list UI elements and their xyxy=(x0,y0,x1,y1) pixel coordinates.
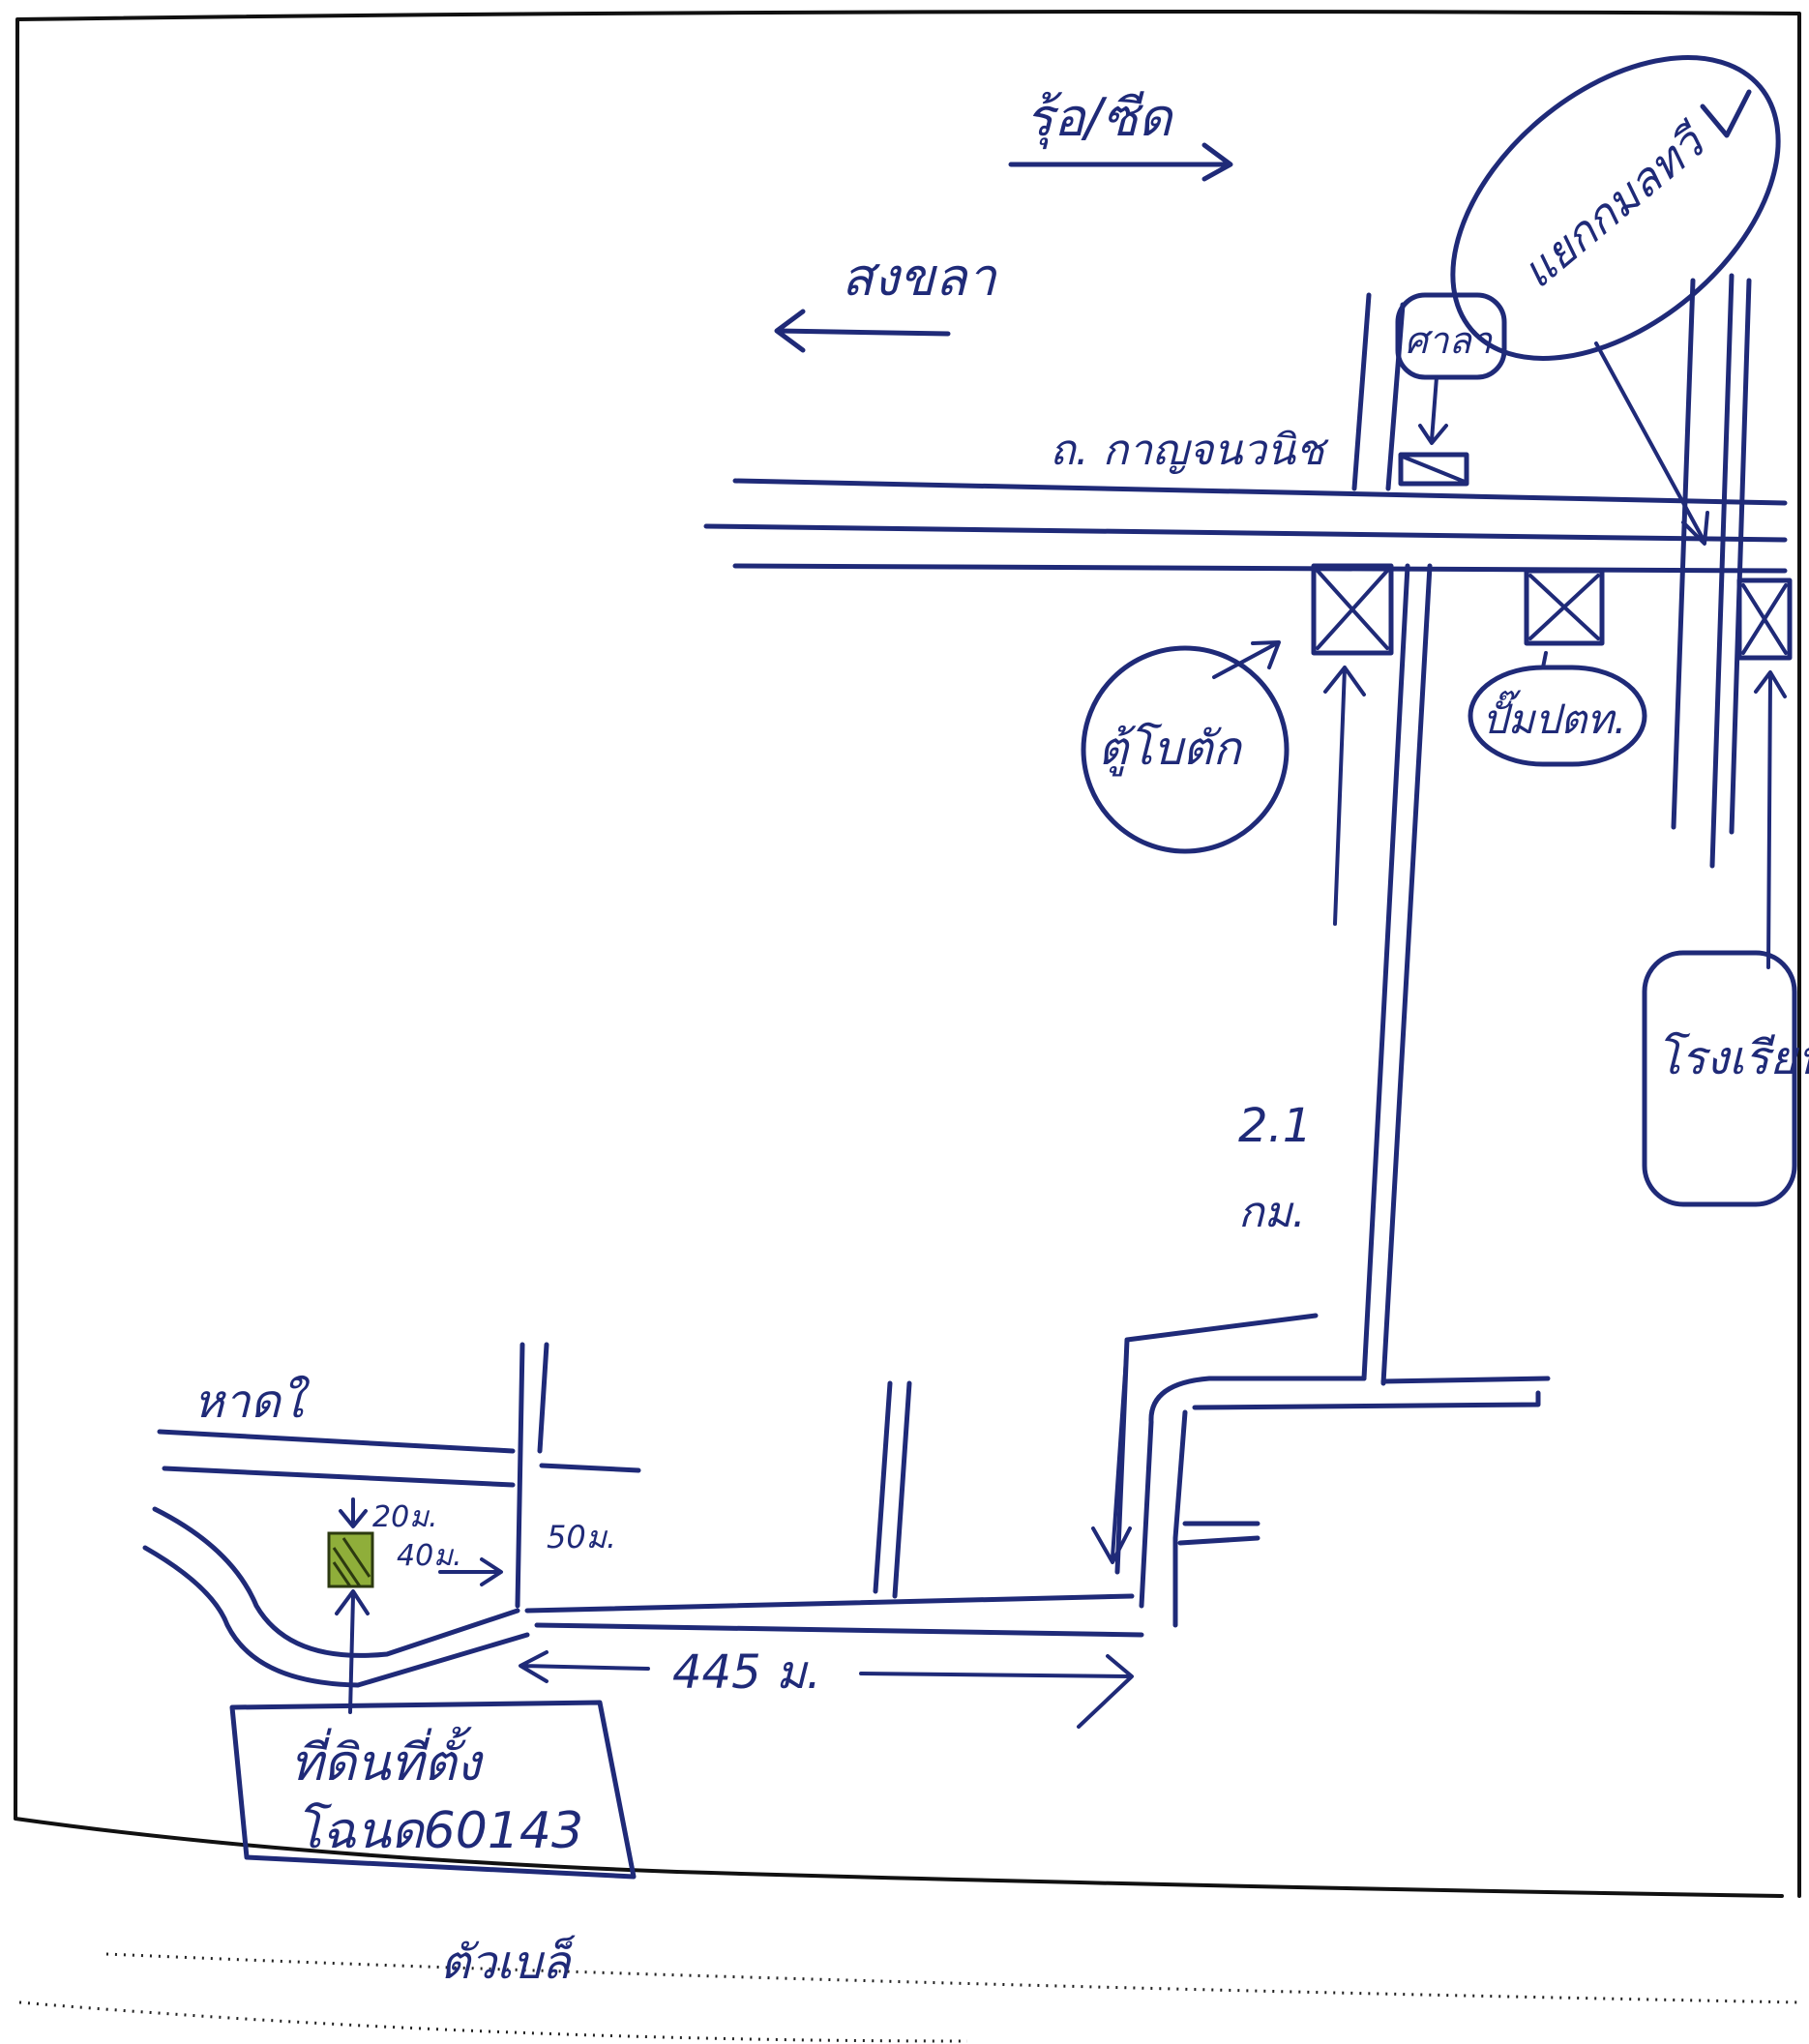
right-box-label-1: โรงเรียนสิม xyxy=(1656,1031,1809,1085)
road-mid-vertical xyxy=(873,1380,912,1599)
curved-road xyxy=(142,1506,530,1688)
footer-text: ตัวเบล็ xyxy=(440,1935,576,1990)
parcel-offset-right: 40ม. xyxy=(397,1539,462,1573)
arrow-left-direction: สงขลา xyxy=(774,247,997,353)
parcel-arrow-down-icon xyxy=(339,1497,368,1528)
road-to-parcel xyxy=(524,1593,1144,1638)
arrow-left-icon xyxy=(774,309,951,353)
parcel-arrow-up-icon xyxy=(335,1589,370,1714)
building-marker-center xyxy=(1524,568,1605,646)
landmark-ellipse: แยกกมลทวี xyxy=(1450,55,1781,546)
arrow-right-direction: รุ้อ/ซีด xyxy=(1008,87,1233,182)
main-road xyxy=(703,478,1788,574)
building-marker xyxy=(1398,452,1469,487)
parcel: 20ม. 40ม. 50ม. xyxy=(327,1497,616,1714)
side-road-bottom-left xyxy=(1114,1313,1367,1609)
parcel-label-box: ที่ดินที่ตั้ง โฉนด60143 xyxy=(229,1700,637,1880)
oval-label: ปั๊มปตท. xyxy=(1482,690,1626,743)
arrow-down-icon xyxy=(1091,1343,1132,1564)
main-road-label: ถ. กาญจนวนิช xyxy=(1050,426,1329,475)
parcel-offset-road: 50ม. xyxy=(547,1519,616,1555)
distance-arrow-icon xyxy=(519,1650,1134,1729)
distance-label: 445 ม. xyxy=(672,1645,821,1700)
landmark-top-small: ศาลา xyxy=(1395,292,1507,487)
check-mark-icon xyxy=(1700,89,1752,138)
small-road xyxy=(157,1342,641,1609)
direction-right-label: รุ้อ/ซีด xyxy=(1025,87,1174,150)
parcel-label-line1: ที่ดินที่ตั้ง xyxy=(290,1726,485,1792)
side-road-distance-value: 2.1 xyxy=(1238,1099,1312,1153)
circle-label: ตู้โบตัก xyxy=(1098,722,1244,777)
building-marker-right xyxy=(1736,578,1793,661)
arrow-up-icon xyxy=(1323,666,1366,926)
top-small-label: ศาลา xyxy=(1405,319,1494,362)
side-road-bottom-right xyxy=(1172,1376,1551,1628)
right-vertical-road xyxy=(1671,273,1752,869)
parcel-label-line2: โฉนด60143 xyxy=(295,1802,583,1860)
landmark-oval: ปั๊มปตท. xyxy=(1468,651,1647,767)
bottom-dotted-line xyxy=(105,1952,1800,2004)
ellipse-label: แยกกมลทวี xyxy=(1511,113,1717,298)
landmark-circle: ตู้โบตัก xyxy=(1081,640,1290,854)
small-spur-road xyxy=(1177,1521,1260,1546)
side-road-distance-unit: กม. xyxy=(1238,1188,1306,1237)
vertical-side-road xyxy=(1361,563,1433,1386)
small-road-label: หาดใ xyxy=(193,1375,311,1429)
page-border xyxy=(14,10,1801,1898)
top-small-pointer xyxy=(1418,375,1448,445)
bottom-dotted-line-2 xyxy=(18,2000,968,2043)
landmark-right-box: โรงเรียนสิม xyxy=(1642,670,1809,1207)
direction-left-label: สงขลา xyxy=(842,247,997,308)
parcel-arrow-right-icon xyxy=(438,1557,503,1586)
ellipse-pointer xyxy=(1594,341,1709,546)
parcel-offset-top: 20ม. xyxy=(372,1500,438,1534)
building-marker-left xyxy=(1311,563,1394,656)
arrow-right-icon xyxy=(1008,142,1233,182)
